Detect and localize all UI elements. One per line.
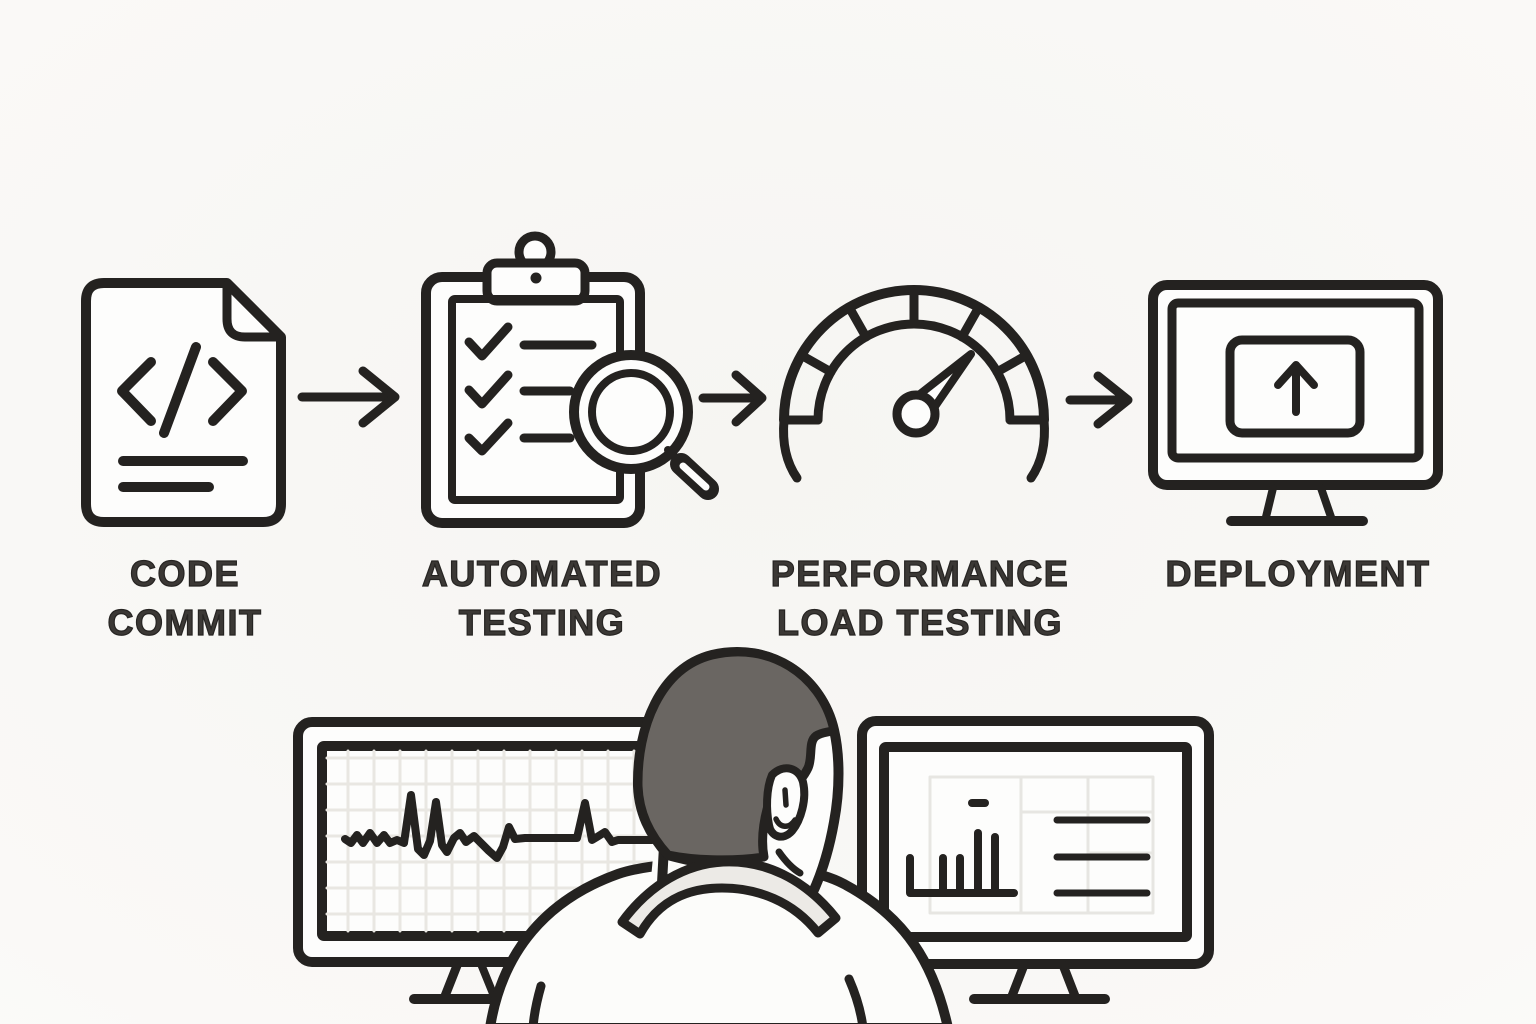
dashboard-table-grid — [928, 775, 1155, 915]
right-monitor-bar-chart — [857, 716, 1214, 1004]
waveform-line — [341, 791, 656, 862]
arrow-right-icon — [698, 370, 767, 427]
step-label-automated-testing: AUTOMATED TESTING — [421, 552, 663, 643]
collar — [617, 857, 841, 939]
step-label-performance-load-testing: PERFORMANCE LOAD TESTING — [770, 552, 1070, 643]
report-lines — [1053, 816, 1151, 897]
hair — [633, 647, 838, 865]
monitor-upload-icon — [1148, 280, 1443, 526]
ear — [763, 764, 809, 841]
step-label-deployment: DEPLOYMENT — [1165, 552, 1431, 594]
bar-chart-icon — [906, 799, 1018, 897]
shirt-left-seam — [528, 981, 546, 1024]
arrow-right-icon — [297, 366, 400, 428]
engineer-rear-view — [485, 646, 953, 1024]
arrow-right-icon — [1065, 371, 1133, 429]
step-label-code-commit: CODE COMMIT — [107, 552, 263, 643]
jaw-line — [775, 848, 804, 877]
speedometer-icon — [779, 285, 1049, 483]
magnifier-icon — [569, 350, 719, 500]
clipboard-checklist-magnifier-icon — [421, 231, 719, 528]
code-file-icon — [81, 278, 286, 527]
